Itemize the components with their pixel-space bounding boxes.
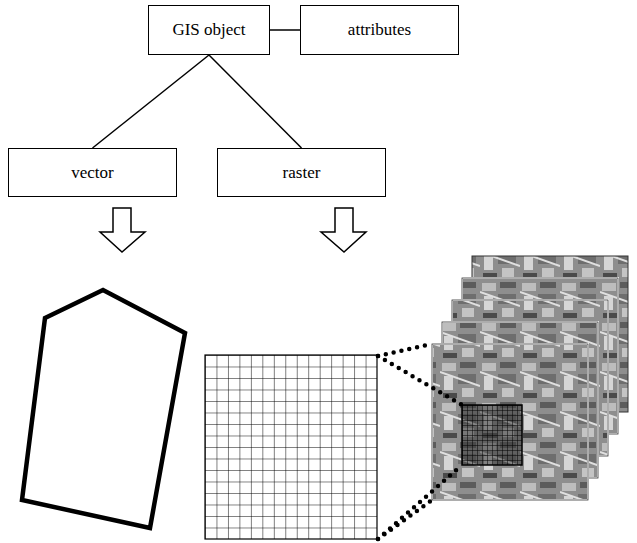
node-label: vector	[71, 163, 113, 183]
node-label: raster	[283, 163, 321, 183]
raster-grid	[205, 355, 377, 539]
connector-line	[209, 55, 302, 148]
aerial-image-stack	[432, 256, 628, 500]
connector-line	[270, 30, 300, 31]
object-box: GIS object	[148, 5, 270, 55]
connector-line	[93, 55, 210, 148]
node-label: GIS object	[172, 20, 245, 40]
attribute-box: attributes	[300, 5, 459, 55]
vector-box: vector	[8, 148, 177, 197]
node-label: attributes	[348, 20, 411, 40]
down-arrow	[321, 208, 366, 252]
vector-polygon	[22, 290, 185, 528]
down-arrow	[100, 208, 145, 252]
raster-box: raster	[217, 148, 386, 197]
projection-lines	[378, 344, 462, 539]
